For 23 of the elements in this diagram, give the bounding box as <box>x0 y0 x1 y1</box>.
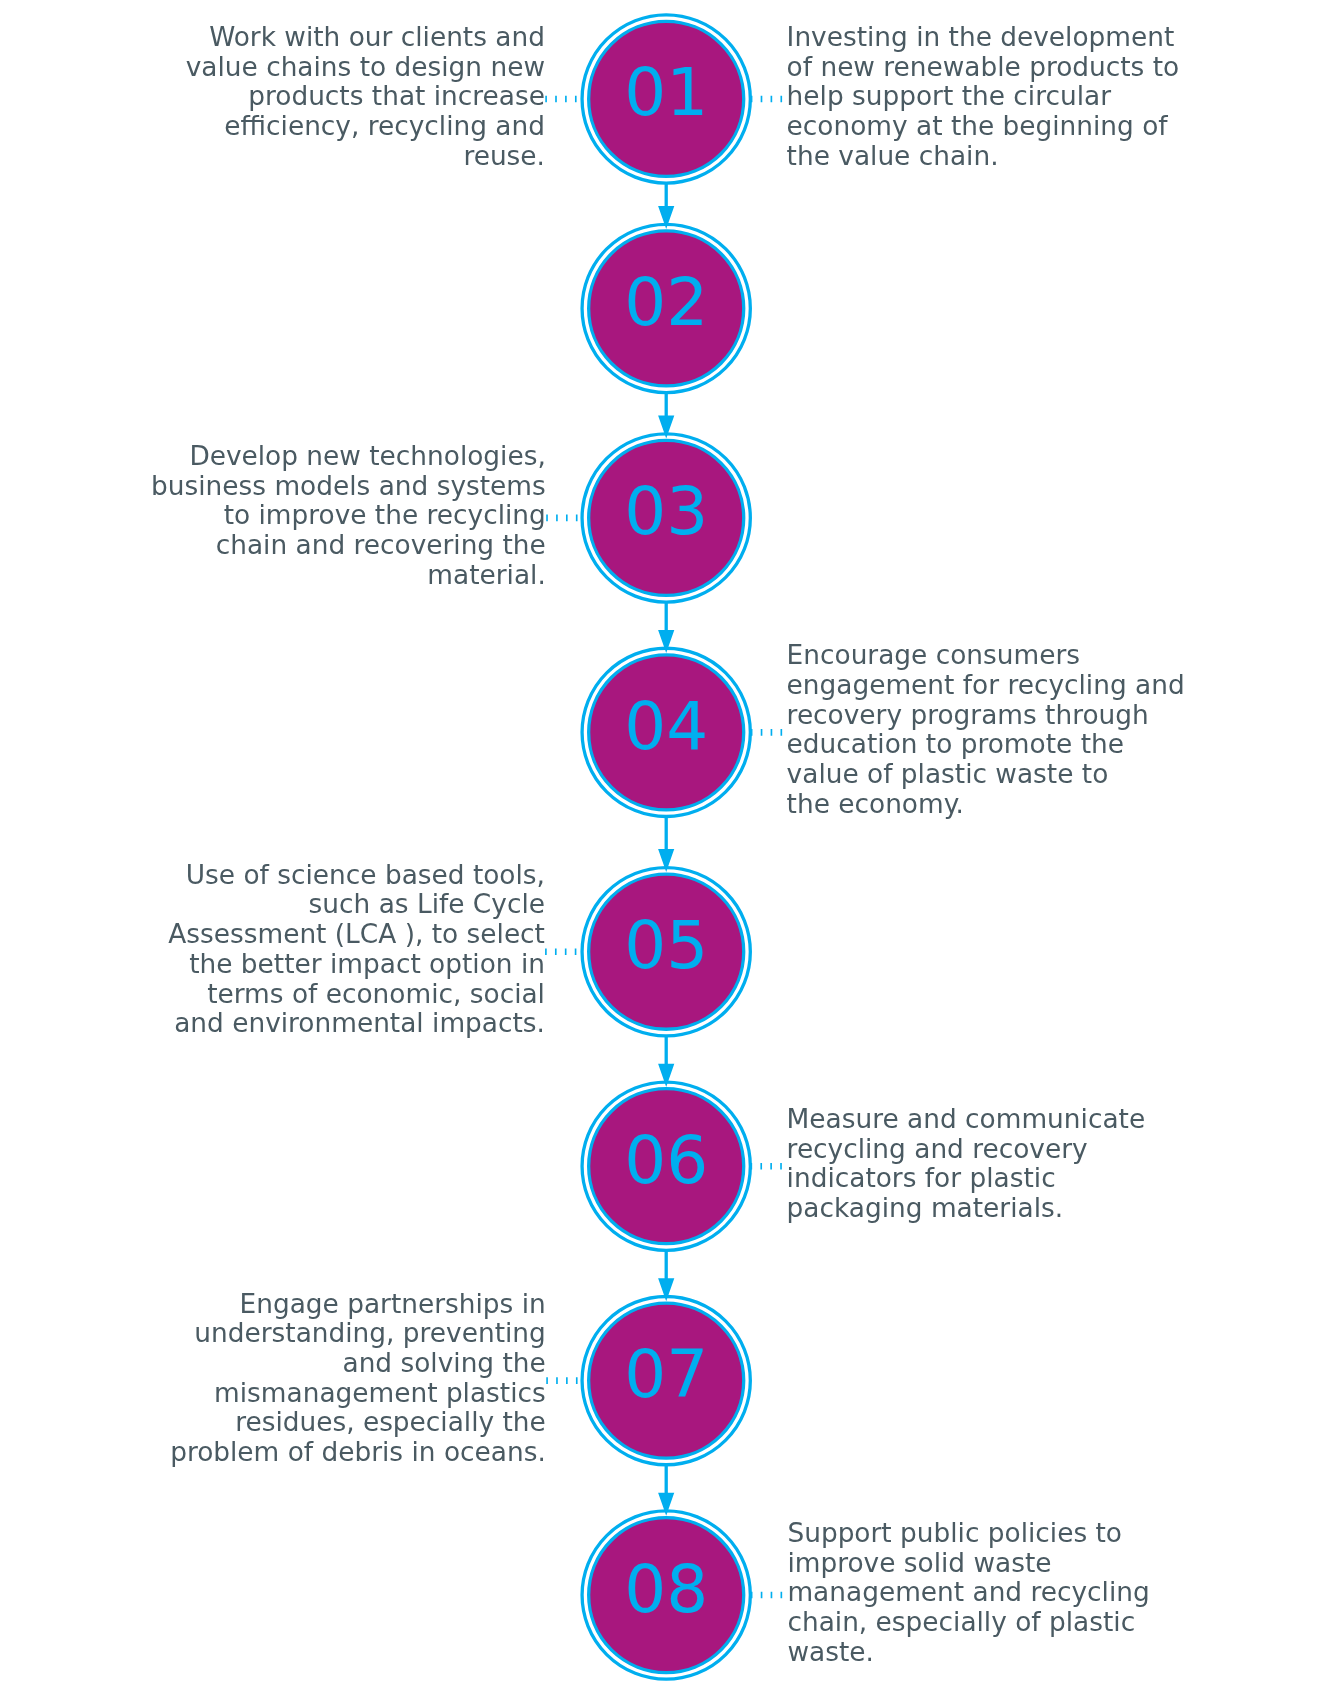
node-text: Engage partnerships in understanding, preventing and solving the mismanagement plastics residues, especially the problem of debris in oceans. <box>170 1288 546 1468</box>
node-circle: 05 <box>580 865 752 1038</box>
node-text: Use of science based tools, such as Life Cycle Assessment (LCA ), to select the better impact option in terms of economic, social and environmental impacts. <box>168 859 545 1039</box>
arrow <box>658 1465 675 1516</box>
node-circle: 04 <box>580 646 752 819</box>
node-text: Develop new technologies, business models and systems to improve the recycling chain and recovering the material. <box>151 440 546 590</box>
node-text: Work with our clients and value chains to design new products that increase efficiency, recycling and reuse. <box>185 21 545 171</box>
arrow <box>658 1250 675 1302</box>
arrow <box>658 1036 675 1087</box>
arrow <box>658 183 675 230</box>
node-circle: 06 <box>580 1080 752 1252</box>
node-circle: 07 <box>580 1294 752 1467</box>
arrow <box>658 602 675 654</box>
arrow <box>658 392 675 439</box>
node-circle: 02 <box>580 222 752 395</box>
node-text: Support public policies to improve solid waste management and recycling chain, especially of plastic waste. <box>787 1517 1150 1667</box>
node-text: Encourage consumers engagement for recycling and recovery programs through education to promote the value of plastic waste to the economy. <box>786 640 1185 819</box>
node-circle: 01 <box>580 13 752 185</box>
node-text: Measure and communicate recycling and recovery indicators for plastic packaging materials. <box>786 1103 1146 1223</box>
node-text: Investing in the development of new renewable products to help support the circular economy at the beginning of the value chain. <box>786 21 1180 171</box>
node-circle: 03 <box>580 432 752 604</box>
arrow <box>658 816 675 873</box>
node-circle: 08 <box>580 1509 752 1681</box>
